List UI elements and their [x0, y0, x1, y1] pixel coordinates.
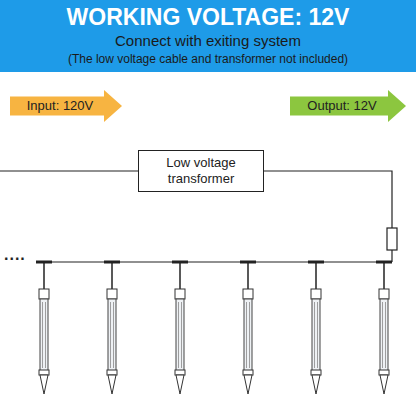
- transformer-box: Low voltage transformer: [138, 150, 264, 192]
- node-text: Input: 120V: [27, 98, 94, 114]
- title: WORKING VOLTAGE: 12V: [0, 4, 416, 31]
- node-label: Low voltage transformer: [153, 155, 249, 188]
- node-text: Low voltage transformer: [153, 155, 249, 188]
- node-label: Input: 120V: [27, 98, 94, 114]
- node-label: Output: 12V: [307, 98, 376, 114]
- note: (The low voltage cable and transformer n…: [0, 52, 416, 66]
- input-arrow: Input: 120V: [10, 90, 122, 122]
- continuation-dots: ....: [4, 246, 26, 264]
- subtitle: Connect with exiting system: [0, 32, 416, 49]
- node-text: Output: 12V: [307, 98, 376, 114]
- output-arrow: Output: 12V: [290, 90, 406, 122]
